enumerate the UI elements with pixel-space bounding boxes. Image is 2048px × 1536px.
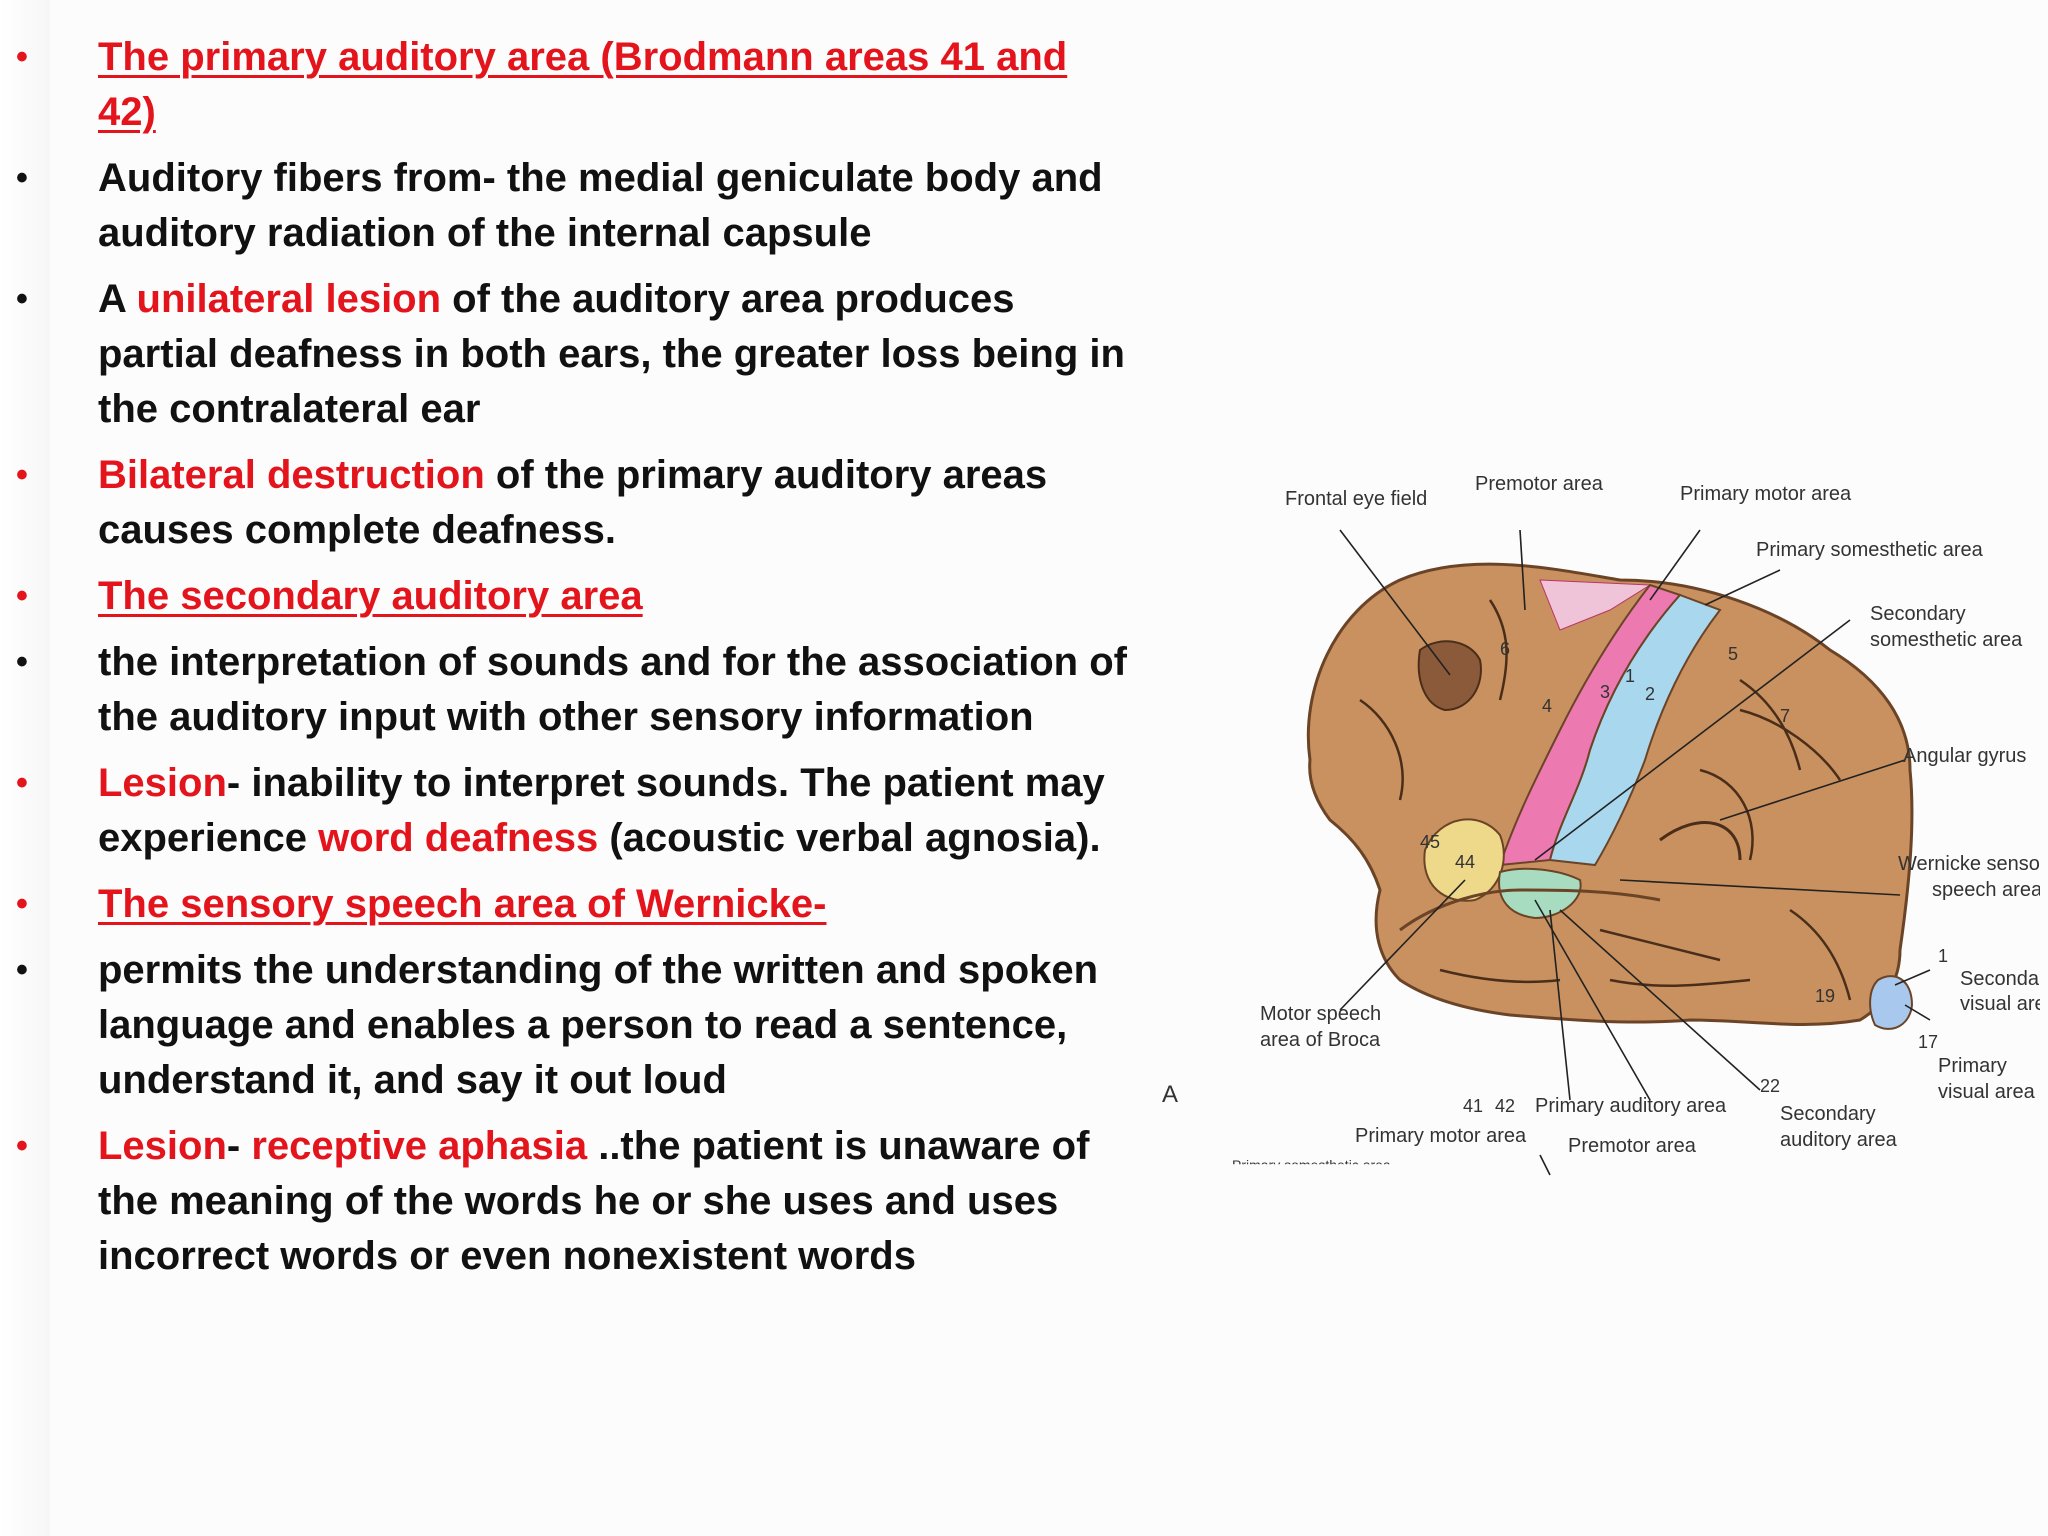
sulci xyxy=(1359,599,1852,1001)
bullet-dot-icon: • xyxy=(16,1127,28,1165)
area-number-6: 6 xyxy=(1500,639,1510,659)
bullet-text: - inability to interpret sounds. The pat… xyxy=(98,761,1105,860)
label-secondary-visual-2: visual area xyxy=(1960,993,2040,1015)
label-motor-speech-1: Motor speech xyxy=(1260,1003,1381,1025)
highlighted-text: receptive aphasia xyxy=(251,1124,588,1168)
premotor-hatch xyxy=(1539,579,1652,631)
area-number-44: 44 xyxy=(1455,852,1475,872)
somesthetic-strip-areas-3-1-2 xyxy=(1548,593,1722,867)
highlighted-text: Bilateral destruction xyxy=(98,453,485,497)
label-secondary-auditory-1: Secondary xyxy=(1780,1103,1876,1125)
bullet-dot-icon: • xyxy=(16,159,28,197)
bullet-text: of the primary auditory areas causes com… xyxy=(98,453,1048,552)
bullet-item: • the interpretation of sounds and for th… xyxy=(0,635,1130,745)
area-number-1: 1 xyxy=(1625,666,1635,686)
label-frontal-eye-field: Frontal eye field xyxy=(1285,488,1427,510)
bullet-item: • Bilateral destruction of the primary au… xyxy=(0,448,1130,558)
bullet-dot-icon: • xyxy=(16,951,28,989)
label-primary-visual-1: Primary xyxy=(1938,1055,2007,1077)
primary-visual-area-17 xyxy=(1869,975,1914,1030)
label-secondary-visual-1: Secondary xyxy=(1960,968,2040,990)
label-secondary-somesthetic-2: somesthetic area xyxy=(1870,629,2023,651)
label-angular-gyrus: Angular gyrus xyxy=(1903,745,2026,767)
bullet-dot-icon: • xyxy=(16,643,28,681)
bullet-item: • The sensory speech area of Wernicke- xyxy=(0,877,1130,932)
label-primary-auditory-area: Primary auditory area xyxy=(1535,1095,1727,1117)
highlighted-text: Lesion xyxy=(98,761,227,805)
bullet-text: the interpretation of sounds and for the… xyxy=(98,640,1127,739)
bullet-text: ..the patient is unaware of the meaning … xyxy=(98,1124,1090,1278)
bullet-item: • The secondary auditory area xyxy=(0,569,1130,624)
label-premotor-area-bottom: Premotor area xyxy=(1568,1135,1697,1157)
bullet-text: permits the understanding of the written… xyxy=(98,948,1099,1102)
highlighted-text: The sensory speech area of Wernicke- xyxy=(98,882,827,926)
label-primary-somesthetic-bottom: Primary somesthetic area xyxy=(1232,1157,1391,1173)
bullet-item: • Lesion- inability to interpret sounds. … xyxy=(0,756,1130,866)
label-secondary-auditory-2: auditory area xyxy=(1780,1129,1898,1151)
primary-auditory-area-41-42 xyxy=(1498,867,1582,920)
area-number-45: 45 xyxy=(1420,832,1440,852)
bullet-text: of the auditory area produces partial de… xyxy=(98,277,1125,431)
bullet-item: • Lesion- receptive aphasia ..the patient… xyxy=(0,1119,1130,1284)
angular-gyrus-contour xyxy=(1659,821,1742,861)
bullet-dot-icon: • xyxy=(16,885,28,923)
label-primary-motor-area-bottom: Primary motor area xyxy=(1355,1125,1527,1147)
bullet-item: • permits the understanding of the writte… xyxy=(0,943,1130,1108)
bullet-dot-icon: • xyxy=(16,764,28,802)
highlighted-text: The secondary auditory area xyxy=(98,574,643,618)
highlighted-text: The primary auditory area (Brodmann area… xyxy=(98,35,1068,134)
area-number-19: 19 xyxy=(1815,986,1835,1006)
highlighted-text: Lesion xyxy=(98,1124,227,1168)
area-number-4: 4 xyxy=(1542,696,1552,716)
label-premotor-area-top: Premotor area xyxy=(1475,473,1604,495)
bullet-text: (acoustic verbal agnosia). xyxy=(598,816,1101,860)
area-number-41: 41 xyxy=(1463,1096,1483,1116)
area-number-7: 7 xyxy=(1780,706,1790,726)
bullet-list: • The primary auditory area (Brodmann are… xyxy=(0,30,1130,1295)
leader-lines xyxy=(1339,529,1931,1176)
bullet-dot-icon: • xyxy=(16,456,28,494)
area-number-3: 3 xyxy=(1600,682,1610,702)
highlighted-text: unilateral lesion xyxy=(136,277,442,321)
label-motor-speech-2: area of Broca xyxy=(1260,1029,1381,1051)
area-number-42: 42 xyxy=(1495,1096,1515,1116)
area-number-18-partial: 1 xyxy=(1938,946,1948,966)
left-margin-shade xyxy=(0,0,50,1536)
bullet-text: Auditory fibers from- the medial genicul… xyxy=(98,156,1103,255)
bullet-dot-icon: • xyxy=(16,38,28,76)
bullet-item: • The primary auditory area (Brodmann are… xyxy=(0,30,1130,140)
bullet-item: • A unilateral lesion of the auditory are… xyxy=(0,272,1130,437)
broca-area-44-45 xyxy=(1423,818,1505,902)
label-secondary-somesthetic-1: Secondary xyxy=(1870,603,1966,625)
label-primary-motor-area-top: Primary motor area xyxy=(1680,483,1852,505)
bullet-text: A xyxy=(98,277,137,321)
label-wernicke-1: Wernicke sensory xyxy=(1898,853,2040,875)
area-number-5: 5 xyxy=(1728,644,1738,664)
bullet-dot-icon: • xyxy=(16,280,28,318)
bullet-item: • Auditory fibers from- the medial genicu… xyxy=(0,151,1130,261)
highlighted-text: word deafness xyxy=(318,816,599,860)
area-number-17: 17 xyxy=(1918,1032,1938,1052)
bullet-dot-icon: • xyxy=(16,577,28,615)
label-primary-visual-2: visual area xyxy=(1938,1081,2036,1103)
label-primary-somesthetic-area: Primary somesthetic area xyxy=(1756,539,1984,561)
label-wernicke-2: speech area xyxy=(1932,879,2040,901)
frontal-eye-field-region xyxy=(1417,640,1482,712)
brain-lateral-diagram: Frontal eye field Premotor area Primary … xyxy=(1162,473,2040,1176)
figure-letter: A xyxy=(1162,1081,1178,1108)
area-number-22: 22 xyxy=(1760,1076,1780,1096)
area-number-2: 2 xyxy=(1645,684,1655,704)
bullet-text: - xyxy=(226,1124,252,1168)
